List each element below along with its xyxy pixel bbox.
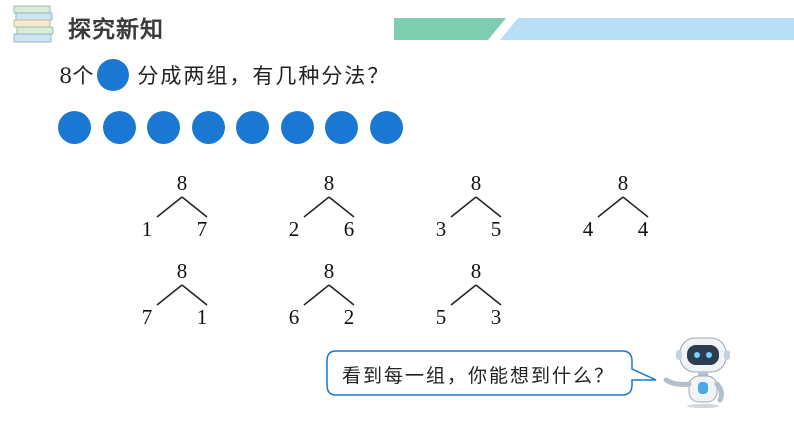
split-total: 8 [176,259,188,283]
split-right: 4 [637,217,649,241]
split-right: 5 [490,217,502,241]
split-left: 5 [435,305,447,329]
split-right: 1 [196,305,208,329]
split-left: 4 [582,217,594,241]
counter-dot [191,111,225,144]
speech-bubble: 看到每一组，你能想到什么？ [326,350,657,396]
split-left: 3 [435,217,447,241]
counter-dot [369,111,403,144]
split-left: 1 [141,217,153,241]
question-line: 8个 分成两组，有几种分法？ [59,58,390,92]
split-total: 8 [470,259,482,283]
counter-dot [325,111,358,144]
split-left: 2 [288,217,300,241]
number-split: 8 3 5 [431,173,521,243]
section-title: 探究新知 [68,17,164,43]
split-lines [303,196,355,218]
split-total: 8 [323,259,335,283]
counter-dot [58,111,91,144]
split-total: 8 [470,171,482,195]
counter-dot [102,111,136,144]
split-lines [156,196,208,218]
header-banner [394,18,794,40]
split-right: 2 [343,305,355,329]
split-total: 8 [323,171,335,195]
split-lines [303,284,355,306]
split-total: 8 [176,171,188,195]
split-total: 8 [617,171,629,195]
question-text: 分成两组，有几种分法？ [137,64,391,88]
split-lines [156,284,208,306]
number-split: 8 7 1 [137,261,227,331]
question-prefix: 8个 [59,64,94,88]
speech-bubble-frame [326,350,657,396]
split-left: 6 [288,305,300,329]
number-split: 8 2 6 [284,173,374,243]
speech-text: 看到每一组，你能想到什么？ [342,365,616,387]
robot-mascot-icon [663,337,730,408]
number-split: 8 6 2 [284,261,374,331]
split-left: 7 [141,305,153,329]
number-split: 8 5 3 [431,261,521,331]
split-right: 6 [343,217,355,241]
split-lines [597,196,649,218]
counter-dot [147,111,180,144]
split-lines [450,284,502,306]
split-right: 3 [490,305,502,329]
split-lines [450,196,502,218]
counter-dot [280,111,314,144]
counter-dot-icon [97,59,130,91]
number-split: 8 1 7 [137,173,227,243]
books-icon [13,5,54,43]
counter-dot [236,111,269,144]
split-right: 7 [196,217,208,241]
number-split: 8 4 4 [578,173,668,243]
dot-row [58,111,414,144]
